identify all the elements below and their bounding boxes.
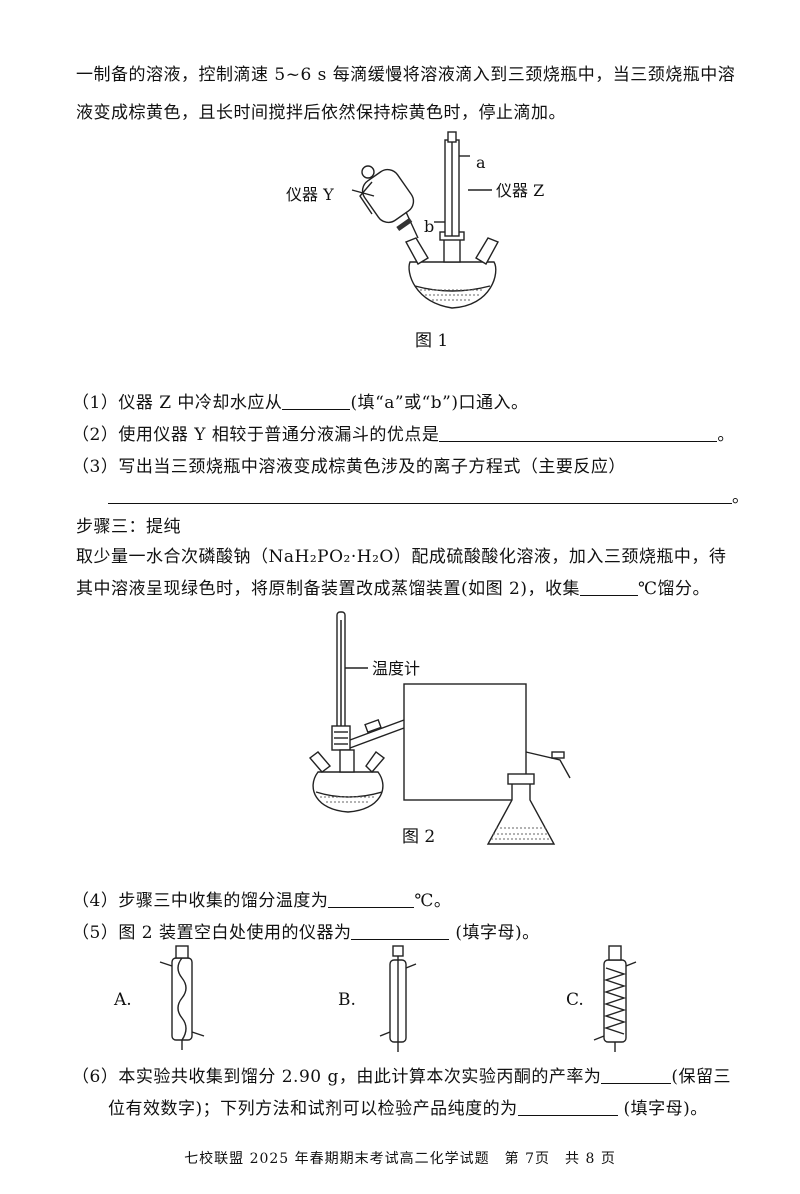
figure-1-caption: 图 1 — [415, 331, 449, 351]
option-a-label: A. — [114, 990, 132, 1010]
step-3-line-1: 取少量一水合次磷酸钠（NaH₂PO₂·H₂O）配成硫酸酸化溶液，加入三颈烧瓶中，… — [76, 547, 727, 567]
option-a-bulb-condenser[interactable] — [159, 945, 205, 1050]
answer-blank-4[interactable] — [328, 890, 415, 908]
question-2: （2）使用仪器 Y 相较于普通分液漏斗的优点是。 — [72, 424, 735, 445]
option-c-coil-condenser[interactable] — [593, 945, 637, 1052]
answer-blank-5[interactable] — [351, 922, 450, 940]
step-3-title: 步骤三：提纯 — [76, 517, 181, 537]
answer-blank-2[interactable] — [439, 424, 718, 442]
question-5: （5）图 2 装置空白处使用的仪器为 (填字母)。 — [72, 922, 540, 943]
option-c-label: C. — [566, 990, 584, 1010]
question-6-line-2: 位有效数字)；下列方法和试剂可以检验产品纯度的为 (填字母)。 — [108, 1098, 708, 1119]
answer-blank-6a[interactable] — [601, 1066, 672, 1084]
page-footer: 七校联盟 2025 年春期期末考试高二化学试题 第 7页 共 8 页 — [184, 1151, 616, 1167]
question-6-line-1: （6）本实验共收集到馏分 2.90 g，由此计算本次实验丙酮的产率为(保留三 — [72, 1066, 731, 1087]
answer-blank-1[interactable] — [282, 392, 351, 410]
instrument-y-funnel — [359, 165, 419, 239]
answer-blank-step3[interactable] — [579, 578, 638, 596]
intro-line-2: 液变成棕黄色，且长时间搅拌后依然保持棕黄色时，停止滴加。 — [76, 103, 566, 123]
intro-line-1: 一制备的溶液，控制滴速 5~6 s 每滴缓慢将溶液滴入到三颈烧瓶中，当三颈烧瓶中… — [76, 65, 736, 85]
answer-blank-6b[interactable] — [517, 1098, 618, 1116]
blank-instrument-box — [403, 683, 527, 801]
label-instrument-y: 仪器 Y — [286, 185, 334, 204]
label-a: a — [476, 153, 486, 172]
label-instrument-z: 仪器 Z — [496, 181, 544, 200]
figure-2-caption: 图 2 — [402, 827, 436, 847]
option-b-label: B. — [338, 990, 356, 1010]
label-b: b — [424, 217, 434, 236]
option-b-straight-condenser[interactable] — [379, 945, 417, 1052]
answer-blank-3[interactable] — [108, 486, 732, 504]
question-4: （4）步骤三中收集的馏分温度为℃。 — [72, 890, 452, 911]
three-neck-flask-2 — [308, 749, 386, 813]
thermometer — [331, 611, 351, 751]
question-1: （1）仪器 Z 中冷却水应从(填“a”或“b”)口通入。 — [72, 392, 529, 413]
instrument-z-condenser — [434, 131, 470, 237]
three-neck-flask-1 — [405, 231, 499, 309]
label-thermometer: 温度计 — [372, 659, 420, 678]
question-3-answer-line: 。 — [108, 482, 750, 507]
figure-1-apparatus: a b 仪器 Y 仪器 Z — [286, 131, 544, 309]
question-3: （3）写出当三颈烧瓶中溶液变成棕黄色涉及的离子方程式（主要反应） — [72, 457, 626, 477]
receiving-flask — [486, 773, 556, 845]
step-3-line-2: 其中溶液呈现绿色时，将原制备装置改成蒸馏装置(如图 2)，收集℃馏分。 — [76, 578, 711, 599]
